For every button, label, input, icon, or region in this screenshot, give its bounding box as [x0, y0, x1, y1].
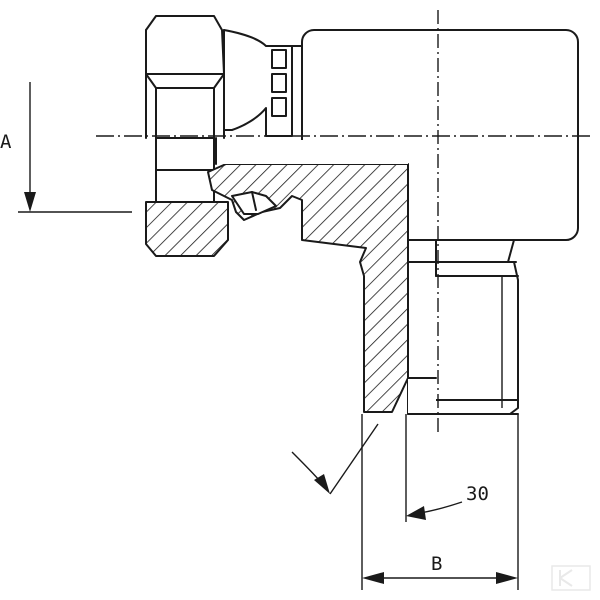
cone-seat — [231, 191, 277, 215]
watermark-logo — [551, 565, 591, 591]
dimension-b: B — [361, 414, 519, 590]
nut-neck — [223, 29, 303, 137]
angle-dimension: 30 — [291, 414, 489, 522]
angle-dimension-label: 30 — [466, 483, 489, 505]
union-nut — [145, 15, 225, 139]
center-lines — [96, 10, 592, 436]
elbow-section — [207, 137, 409, 413]
dimension-b-label: B — [431, 553, 442, 575]
nut-section — [145, 137, 229, 257]
dimension-a: A — [0, 82, 132, 213]
dimension-a-label: A — [0, 131, 12, 153]
threaded-stub — [407, 239, 519, 415]
